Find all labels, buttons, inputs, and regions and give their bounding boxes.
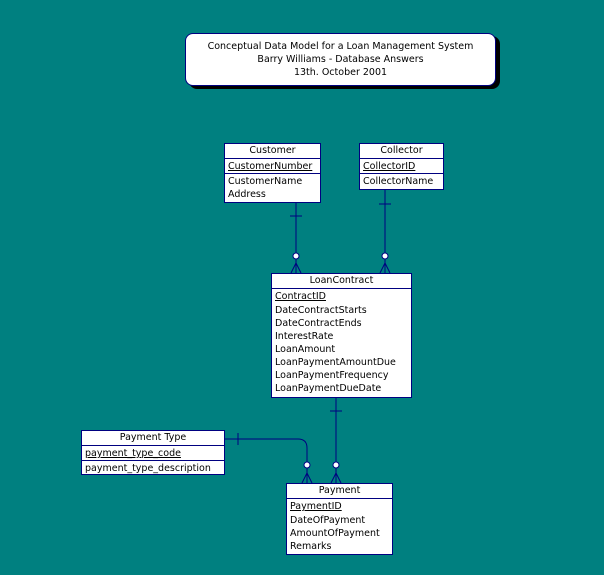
entity-payment-attr: DateOfPayment — [290, 515, 366, 526]
title-line-2: Barry Williams - Database Answers — [257, 54, 424, 65]
entity-loan-contract: LoanContract ContractID DateContractStar… — [271, 273, 412, 398]
entity-customer: Customer CustomerNumber CustomerName Add… — [224, 143, 321, 203]
entity-loan-contract-attr: LoanPaymentAmountDue — [275, 357, 396, 368]
paymenttype-optional-circle — [303, 461, 311, 469]
entity-loan-contract-attr: LoanAmount — [275, 344, 336, 355]
entity-collector: Collector CollectorID CollectorName — [359, 143, 444, 190]
entity-payment-name: Payment — [287, 484, 392, 499]
entity-payment-attr: AmountOfPayment — [290, 528, 380, 539]
title-line-1: Conceptual Data Model for a Loan Managem… — [207, 41, 474, 52]
customer-optional-circle — [292, 252, 300, 260]
entity-payment-type-key: payment_type_code — [82, 446, 224, 461]
entity-loan-contract-attr: LoanPaymentDueDate — [275, 383, 382, 394]
entity-customer-attr: Address — [228, 189, 266, 200]
customer-loan-crowfoot — [290, 261, 302, 274]
entity-payment-type-attr: payment_type_description — [85, 463, 211, 474]
entity-loan-contract-name: LoanContract — [272, 274, 411, 289]
loan-optional-circle — [332, 461, 340, 469]
loan-payment-crowfoot — [330, 471, 342, 484]
entity-loan-contract-attr: InterestRate — [275, 331, 334, 342]
entity-customer-name: Customer — [225, 144, 320, 159]
entity-collector-name: Collector — [360, 144, 443, 159]
entity-payment-type: Payment Type payment_type_code payment_t… — [81, 430, 225, 475]
title-line-3: 13th. October 2001 — [293, 67, 388, 78]
entity-loan-contract-attr: DateContractEnds — [275, 318, 362, 329]
entity-payment-type-name: Payment Type — [82, 431, 224, 446]
paymenttype-payment-crowfoot — [301, 471, 313, 484]
entity-customer-attr: CustomerName — [228, 176, 303, 187]
diagram-title: Conceptual Data Model for a Loan Managem… — [185, 33, 496, 86]
entity-payment-key: PaymentID — [290, 501, 342, 512]
paymenttype-payment-line — [224, 438, 308, 483]
entity-payment-attr: Remarks — [290, 541, 332, 552]
entity-loan-contract-key: ContractID — [275, 291, 326, 302]
entity-loan-contract-attr: DateContractStarts — [275, 305, 367, 316]
collector-loan-crowfoot — [379, 261, 391, 274]
entity-collector-attr: CollectorName — [363, 176, 434, 187]
entity-customer-key: CustomerNumber — [225, 159, 320, 174]
entity-collector-key: CollectorID — [360, 159, 443, 174]
entity-loan-contract-attr: LoanPaymentFrequency — [275, 370, 389, 381]
entity-payment: Payment PaymentID DateOfPayment AmountOf… — [286, 483, 393, 555]
collector-optional-circle — [381, 252, 389, 260]
